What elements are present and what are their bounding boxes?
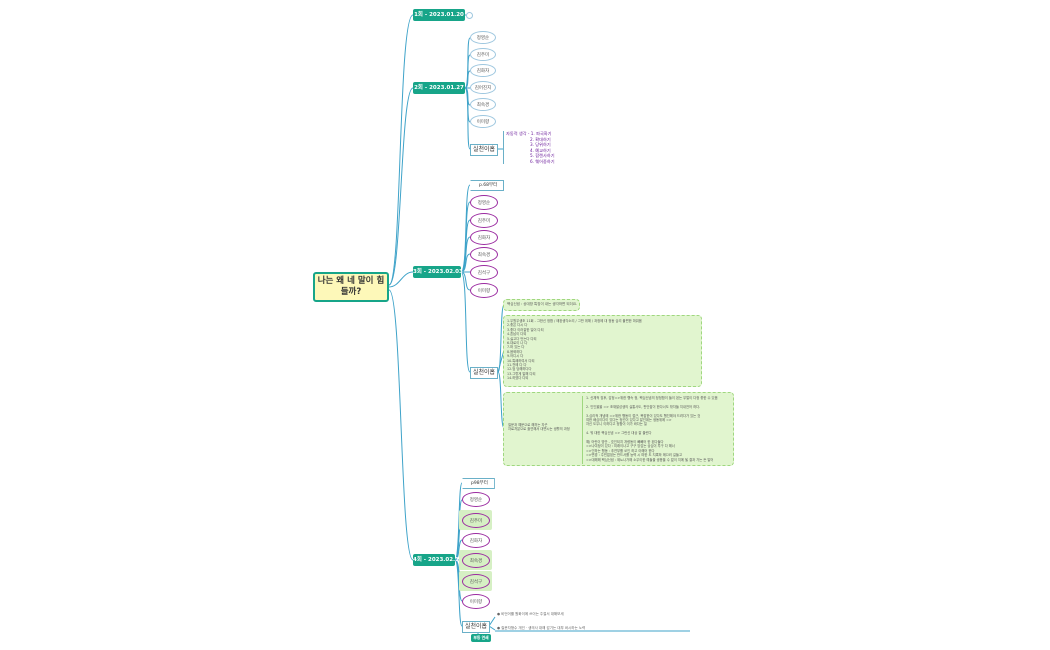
member-node[interactable]: 이미향	[462, 594, 490, 609]
week-4-topic[interactable]: 4회 - 2023.02.10	[413, 554, 463, 566]
cognitive-distortion-list: 자동적 생각 - 1. 파국화기 2. 확대하기 3. 당위하기 4. 예교하기…	[503, 131, 555, 164]
member-node[interactable]: 김주미	[462, 513, 490, 528]
week-1-topic[interactable]: 1회 - 2023.01.20	[413, 9, 465, 21]
distortion-note[interactable]: 1.우원우생조 11회 - 그한신 정합 / 애완생각소리 / 그만 위해 / …	[503, 315, 702, 387]
member-node[interactable]: 김화자	[462, 533, 490, 548]
member-node[interactable]: 이미향	[470, 115, 496, 128]
member-node[interactable]: 최숙경	[470, 98, 496, 111]
member-node[interactable]: 김석구	[470, 265, 498, 280]
member-node[interactable]: 정영순	[470, 195, 498, 210]
questions-note-right: 1. 신체적 징후, 감정=>위한 행속 정, 핵심신념의 정정함이 들이 된는…	[582, 396, 733, 464]
core-belief-note[interactable]: 핵심신념 : 상대방 특징이 내는 생각하면 되더요.	[503, 299, 580, 311]
questions-note-left: 질문과 예문으로 해허는 자곤 자료처분으로 훌연해서 대변시는 생활의 과정	[508, 423, 570, 432]
member-node[interactable]: 김어진지	[470, 81, 496, 94]
week-3-topic[interactable]: 3회 - 2023.02.03	[413, 266, 463, 278]
member-node[interactable]: 최숙경	[470, 247, 498, 262]
member-node[interactable]: 김화자	[470, 64, 496, 77]
root-topic[interactable]: 나는 왜 네 말이 힘들까?	[313, 272, 389, 302]
member-node[interactable]: 정영순	[462, 492, 490, 507]
member-node[interactable]: 최숙경	[462, 553, 490, 568]
nonverbal-note[interactable]: ● 비언어를 원화이에 쓰이는 주절서 대해보세	[497, 612, 564, 616]
week-2-topic[interactable]: 2회 - 2023.01.27	[413, 82, 465, 94]
action-label[interactable]: 실천이홉	[470, 144, 499, 156]
questions-note[interactable]: 질문과 예문으로 해허는 자곤 자료처분으로 훌연해서 대변시는 생활의 과정 …	[503, 392, 734, 466]
collapse-toggle-icon[interactable]	[466, 12, 473, 19]
child-topic[interactable]: 부등 연쇄	[471, 634, 491, 642]
action-label[interactable]: 실천이홉	[470, 367, 499, 379]
member-node[interactable]: 김주미	[470, 48, 496, 61]
member-node[interactable]: 이미향	[470, 283, 498, 298]
member-node[interactable]: 김석구	[462, 574, 490, 589]
member-node[interactable]: 정영순	[470, 31, 496, 44]
member-node[interactable]: 김화자	[470, 230, 498, 245]
member-node[interactable]: 김주미	[470, 213, 498, 228]
action-label[interactable]: 실천이홉	[462, 621, 491, 633]
questioner-note[interactable]: ● 질문자형수 개인 · 생의사 대해 감기는 대부 써시하는 노력	[497, 626, 586, 630]
